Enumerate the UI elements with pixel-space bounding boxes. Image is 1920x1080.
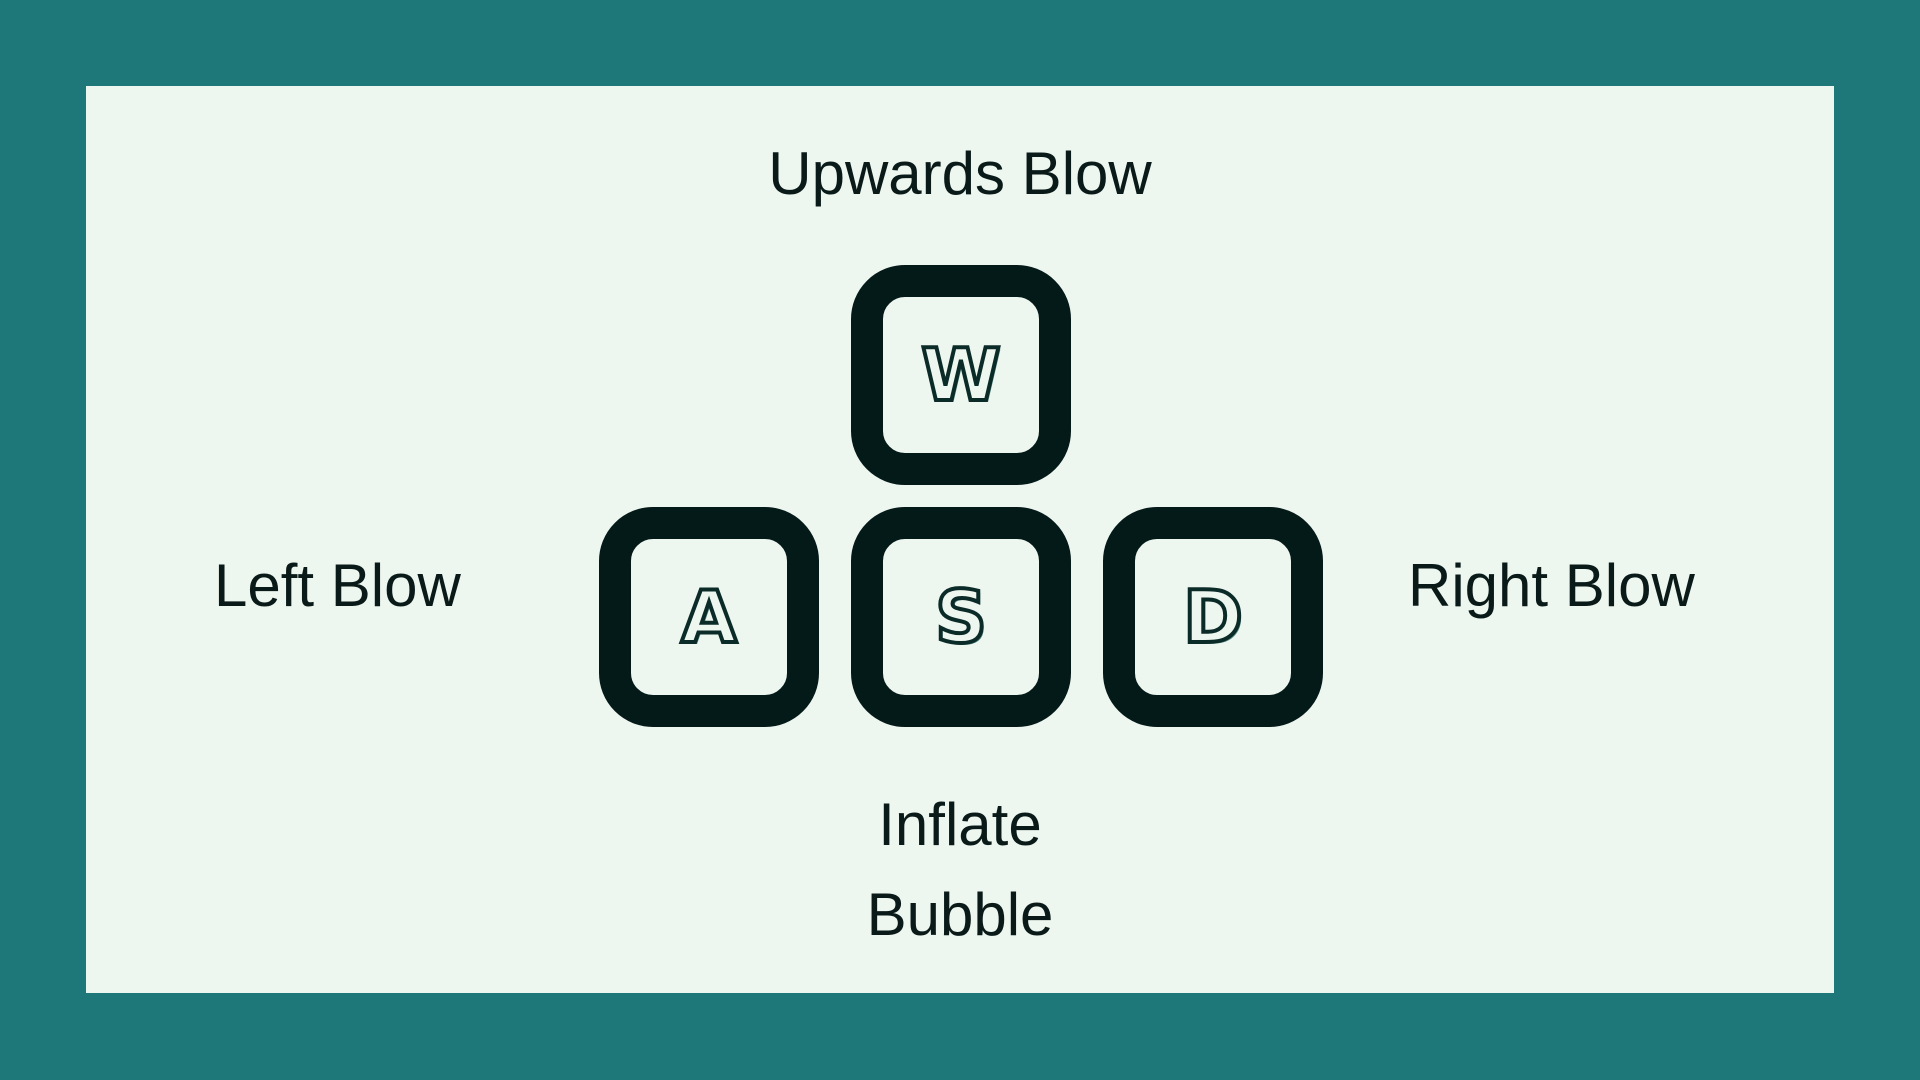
inflate-bubble-line-1: Inflate — [878, 791, 1042, 858]
w-key-letter: W — [919, 331, 1002, 419]
d-key[interactable]: D — [1103, 507, 1323, 727]
right-blow-label: Right Blow — [1408, 552, 1695, 619]
s-key-letter: S — [933, 573, 989, 661]
inflate-bubble-line-2: Bubble — [866, 881, 1054, 948]
upwards-blow-label: Upwards Blow — [768, 140, 1152, 207]
inflate-bubble-label: Inflate Bubble — [86, 780, 1834, 960]
left-blow-label: Left Blow — [214, 552, 461, 619]
d-key-letter: D — [1181, 573, 1245, 661]
a-key-letter: A — [679, 573, 739, 661]
controls-panel: Upwards Blow Left Blow Right Blow Inflat… — [86, 86, 1834, 993]
a-key[interactable]: A — [599, 507, 819, 727]
s-key[interactable]: S — [851, 507, 1071, 727]
w-key[interactable]: W — [851, 265, 1071, 485]
